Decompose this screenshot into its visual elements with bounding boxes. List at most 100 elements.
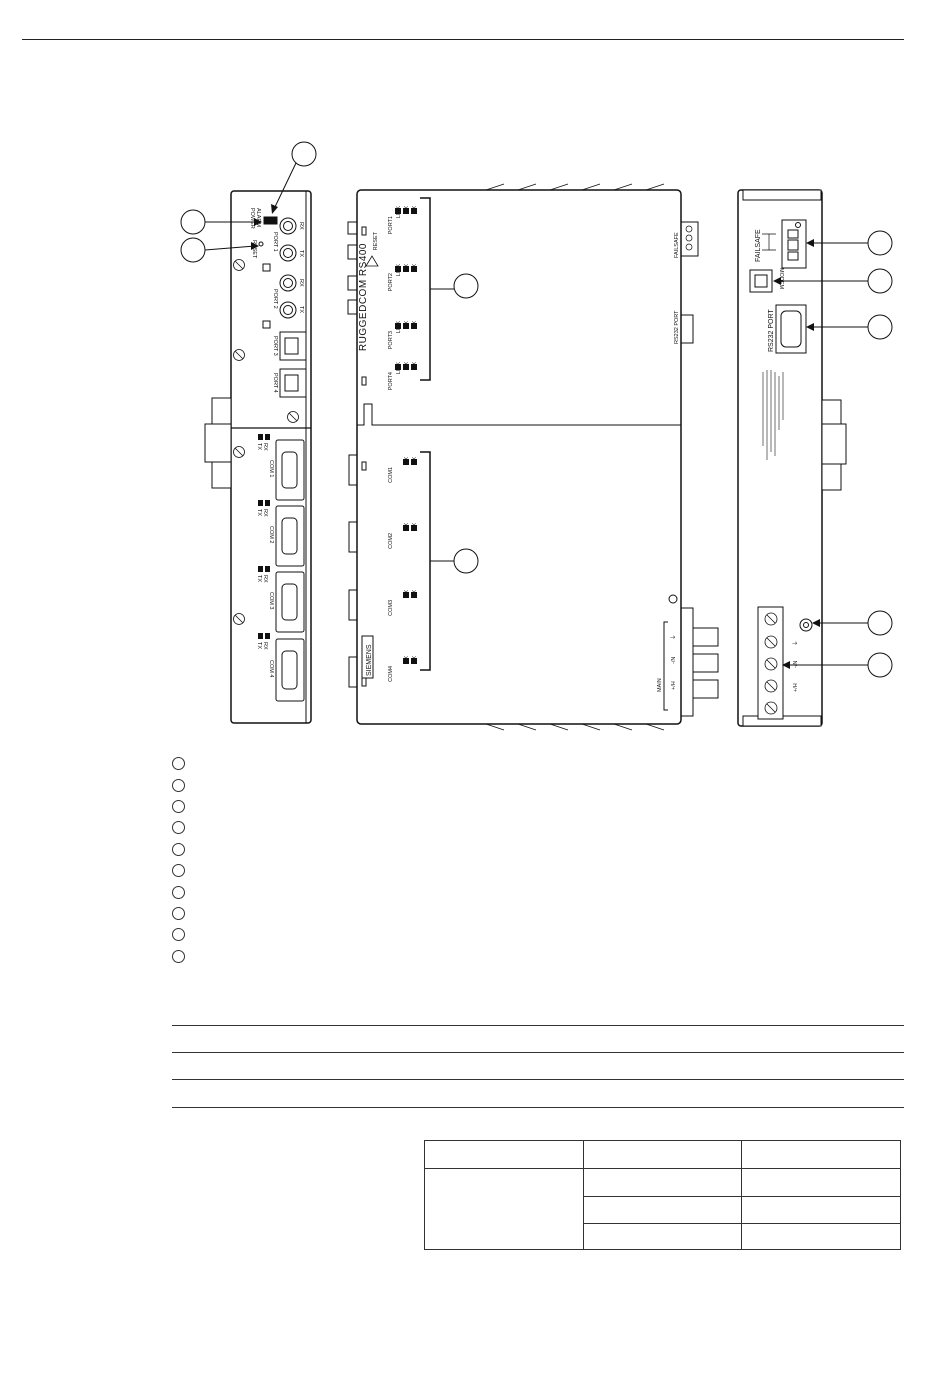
label-com1-tx: TX (256, 443, 262, 450)
label-com2-rx: RX (262, 509, 268, 517)
table-rule (172, 1052, 904, 1053)
legend-item (172, 924, 185, 945)
label-c-com4: COM4 (388, 666, 394, 682)
legend-item (172, 881, 185, 902)
table-rule (172, 1079, 904, 1080)
legend-marker (172, 949, 185, 963)
label-link-3: LINK (396, 321, 402, 334)
label-com1-tx-c: TX (412, 457, 418, 464)
header-rule (22, 39, 904, 40)
arrowheads (251, 204, 820, 669)
table-row-divider (583, 1196, 900, 1197)
table-row-divider (583, 1223, 900, 1224)
legend-marker (172, 928, 185, 942)
label-port4: PORT 4 (272, 373, 278, 393)
table-col-divider (583, 1141, 584, 1249)
label-port2: PORT 2 (272, 289, 278, 309)
label-rs232-center: RS232 PORT (674, 310, 680, 344)
legend-marker (172, 842, 185, 856)
label-tx-4: TX (412, 362, 418, 369)
legend-item (172, 796, 185, 817)
label-c-port2: PORT2 (388, 273, 394, 291)
legend-marker (172, 778, 185, 792)
legend-item (172, 839, 185, 860)
label-com4-tx: TX (256, 642, 262, 649)
legend-marker (172, 906, 185, 920)
label-failsafe-center: FAILSAFE (674, 232, 680, 258)
label-link-4: LINK (396, 362, 402, 375)
label-com2-tx: TX (256, 509, 262, 516)
label-main: MAIN (657, 678, 663, 692)
label-com4-rx: RX (262, 642, 268, 650)
label-minus-center: -/N (671, 657, 677, 664)
label-com1-rx-c: RX (404, 457, 410, 465)
label-rx-3: RX (404, 321, 410, 329)
legend-item (172, 860, 185, 881)
label-c-port4: PORT4 (388, 372, 394, 390)
legend-item (172, 946, 185, 967)
label-com2: COM 2 (268, 526, 274, 543)
legend-item (172, 903, 185, 924)
left-side-view (204, 190, 312, 724)
label-power: POWER (249, 208, 255, 229)
label-tx-2: TX (412, 264, 418, 271)
label-port2-rx: RX (298, 279, 304, 287)
label-rs232-right: RS232 PORT (768, 309, 775, 352)
legend-marker (172, 864, 185, 878)
label-c-com2: COM2 (388, 533, 394, 549)
label-com4-rx-c: RX (404, 656, 410, 664)
label-port1-tx: TX (298, 250, 304, 257)
legend-list (172, 753, 185, 967)
label-brand-model: RUGGEDCOM RS400 (358, 243, 369, 351)
label-com4: COM 4 (268, 660, 274, 677)
label-c-com3: COM3 (388, 600, 394, 616)
table-col-divider (741, 1141, 742, 1249)
label-ground-right: ⏚ (792, 640, 799, 646)
label-alarm: ALARM (255, 208, 261, 227)
label-rx-4: RX (404, 362, 410, 370)
table-rule-top (172, 1025, 904, 1026)
label-c-port1: PORT1 (388, 216, 394, 234)
label-tx-1: TX (412, 206, 418, 213)
label-com2-tx-c: TX (412, 523, 418, 530)
label-com4-tx-c: TX (412, 656, 418, 663)
label-port1-rx: RX (298, 222, 304, 230)
siemens-logo-box (361, 635, 374, 679)
label-rx-2: RX (404, 264, 410, 272)
legend-marker (172, 821, 185, 835)
label-modem: MODEM (778, 268, 784, 290)
label-c-port3: PORT3 (388, 331, 394, 349)
label-failsafe-right: FAILSAFE (755, 229, 762, 262)
label-port1: PORT 1 (272, 232, 278, 252)
label-plus-right: +/H (793, 683, 799, 692)
label-com1: COM 1 (268, 460, 274, 477)
label-com3-rx-c: RX (404, 590, 410, 598)
label-com2-rx-c: RX (404, 523, 410, 531)
label-com3-tx: TX (256, 575, 262, 582)
spec-table (424, 1140, 901, 1250)
rear-view (737, 189, 847, 727)
label-port3: PORT 3 (272, 336, 278, 356)
label-link-1: LINK (396, 206, 402, 219)
legend-marker (172, 757, 185, 771)
legend-marker (172, 799, 185, 813)
label-port2-tx: TX (298, 306, 304, 313)
label-plus-center: +/H (671, 681, 677, 690)
legend-item (172, 817, 185, 838)
legend-item (172, 774, 185, 795)
label-link-2: LINK (396, 264, 402, 277)
label-minus-right: -/N (793, 661, 799, 668)
label-reset-center: RESET (373, 231, 379, 250)
label-com3-rx: RX (262, 575, 268, 583)
table-row-divider (425, 1168, 900, 1169)
label-com3-tx-c: TX (412, 590, 418, 597)
front-view (347, 183, 719, 731)
table-rule-bottom (172, 1107, 904, 1108)
arrows (204, 162, 868, 666)
label-manufacturer: SIEMENS (366, 644, 373, 676)
label-com1-rxtx: RX (262, 443, 268, 451)
label-com3: COM 3 (268, 592, 274, 609)
label-reset-left: RESET (251, 240, 257, 259)
device-diagram: ALARM POWER RESET PORT 1 RX TX PORT 2 RX… (180, 141, 893, 731)
legend-item (172, 753, 185, 774)
